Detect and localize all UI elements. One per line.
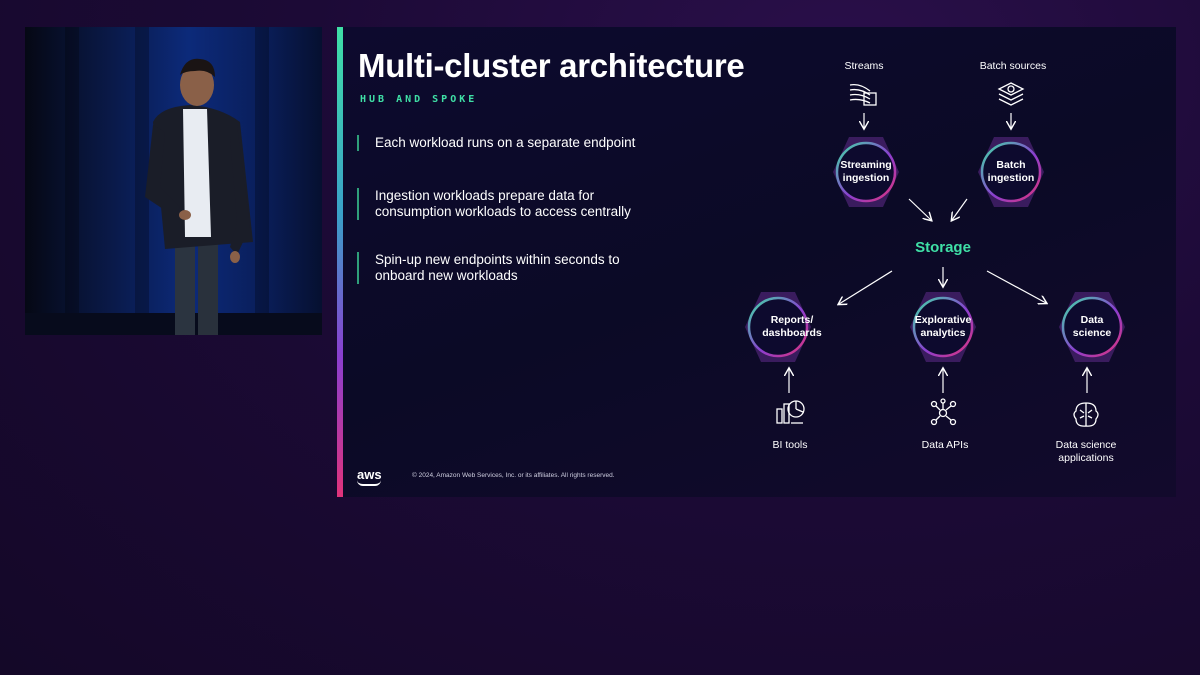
hub-and-spoke-diagram: Streams Batch sources Streaming ingestio… — [745, 60, 1125, 464]
slide-accent-bar — [337, 27, 343, 497]
aws-smile-icon — [357, 480, 381, 486]
node-label: Streaming — [840, 159, 891, 171]
source-label-bi-tools: BI tools — [772, 439, 807, 451]
source-label-data-science-apps: Data science — [1056, 439, 1117, 451]
source-label-data-apis: Data APIs — [922, 439, 969, 451]
bi-tools-icon — [776, 400, 805, 424]
curtain-fold — [65, 27, 79, 335]
bullet-point: Each workload runs on a separate endpoin… — [357, 135, 695, 151]
source-label-streams: Streams — [844, 60, 883, 72]
presentation-slide: Multi-cluster architecture HUB AND SPOKE… — [337, 27, 1176, 497]
copyright-notice: © 2024, Amazon Web Services, Inc. or its… — [412, 472, 615, 479]
source-label-batch: Batch sources — [980, 60, 1047, 72]
presenter-video-feed — [25, 27, 322, 335]
node-label: dashboards — [762, 327, 822, 339]
node-label: analytics — [921, 327, 966, 339]
streams-icon — [849, 83, 877, 106]
stage-floor — [25, 313, 322, 335]
slide-subtitle: HUB AND SPOKE — [360, 94, 478, 105]
node-label: ingestion — [843, 172, 890, 184]
node-batch-ingestion: Batch ingestion — [978, 137, 1044, 207]
node-label: science — [1073, 327, 1112, 339]
node-label: Batch — [996, 159, 1025, 171]
storage-hub-label: Storage — [915, 239, 971, 256]
node-streaming-ingestion: Streaming ingestion — [833, 137, 899, 207]
node-label: Reports/ — [771, 314, 814, 326]
data-apis-icon — [930, 398, 957, 426]
batch-sources-icon — [997, 82, 1025, 106]
aws-logo: aws — [357, 467, 382, 486]
node-explorative-analytics: Explorative analytics — [910, 292, 976, 362]
source-label-data-science-apps-line2: applications — [1058, 452, 1113, 464]
bullet-point: Spin-up new endpoints within seconds to … — [357, 252, 665, 284]
node-reports-dashboards: Reports/ dashboards — [745, 292, 822, 362]
presenter-figure — [145, 58, 253, 335]
node-label: ingestion — [988, 172, 1035, 184]
bullet-point: Ingestion workloads prepare data for con… — [357, 188, 665, 220]
data-science-apps-icon — [1073, 402, 1099, 427]
curtain-fold — [255, 27, 269, 335]
slide-title: Multi-cluster architecture — [358, 47, 745, 84]
curtain-fold — [135, 27, 149, 335]
node-label: Data — [1081, 314, 1104, 326]
node-data-science: Data science — [1059, 292, 1125, 362]
aws-logo-text: aws — [357, 467, 382, 482]
node-label: Explorative — [915, 314, 972, 326]
